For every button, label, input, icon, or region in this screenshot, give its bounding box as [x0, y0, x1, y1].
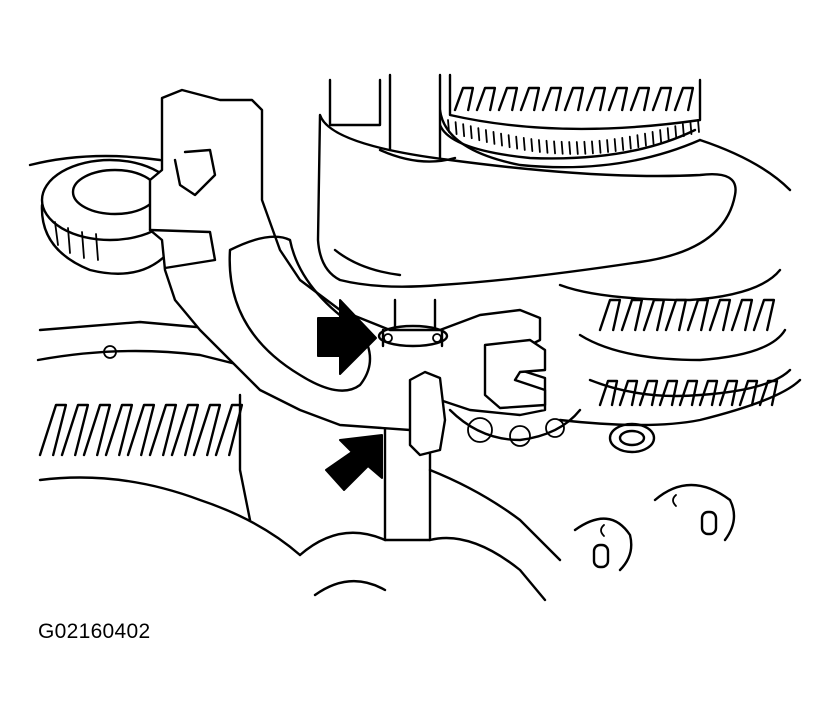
knurl-tick — [636, 134, 640, 149]
knurl-tick — [462, 123, 466, 138]
gear-tooth — [718, 379, 739, 407]
bearing-cap — [28, 154, 202, 275]
gear-tooth — [664, 298, 688, 332]
gear-tooth — [752, 298, 776, 332]
gear-tooth — [678, 379, 699, 407]
knurl-tick — [575, 141, 579, 155]
gear-tooth — [618, 379, 639, 407]
knurl-tick — [651, 130, 655, 145]
gear-tooth — [598, 298, 622, 332]
knurl-tick — [583, 140, 587, 155]
snap-ring — [377, 324, 449, 348]
knurl-tick — [591, 140, 594, 155]
gear-tooth — [192, 403, 222, 457]
gear-tooth — [475, 86, 497, 112]
arrow-icon — [317, 299, 377, 375]
gear-tooth — [651, 86, 673, 112]
knurl-tick — [538, 139, 541, 153]
gear-tooth — [629, 86, 651, 112]
gear-tooth — [598, 379, 619, 407]
arrow-icon — [325, 434, 383, 491]
gear-tooth — [38, 403, 68, 457]
knurl-tick — [606, 139, 609, 153]
knurl-tick — [644, 132, 647, 147]
gear-tooth — [104, 403, 134, 457]
knurl-tick — [530, 138, 534, 152]
right-gears — [558, 138, 802, 427]
left-gear-teeth — [38, 403, 244, 457]
knurl-tick — [454, 121, 458, 135]
knurl-tick — [507, 134, 511, 149]
upper-gear — [438, 73, 702, 169]
gear-tooth — [585, 86, 607, 112]
gear-tooth — [708, 298, 732, 332]
lower-housing — [238, 393, 562, 602]
gear-tooth — [497, 86, 519, 112]
knurl-tick — [568, 141, 572, 155]
knurl-tick — [545, 139, 549, 154]
knurl-tick — [674, 125, 678, 140]
gear-tooth — [563, 86, 585, 112]
knurl-tick — [659, 129, 663, 143]
knurl-tick — [447, 119, 450, 133]
gear-tooth — [698, 379, 719, 407]
knurl-tick — [666, 127, 670, 142]
knurl-tick — [515, 135, 519, 150]
gear-tooth — [638, 379, 659, 407]
knurl-tick — [469, 125, 473, 140]
gear-tooth — [519, 86, 541, 112]
gear-tooth — [642, 298, 666, 332]
knurl-tick — [621, 137, 625, 151]
knurl-tick — [598, 139, 602, 154]
figure-code: G02160402 — [38, 620, 151, 643]
gear-tooth — [686, 298, 710, 332]
knurl-tick — [628, 135, 632, 150]
gear-tooth — [607, 86, 629, 112]
gear-tooth — [126, 403, 156, 457]
gear-tooth — [673, 86, 695, 112]
gear-tooth — [758, 379, 779, 407]
knurl-tick — [500, 132, 503, 147]
gear-tooth — [60, 403, 90, 457]
gear-tooth — [738, 379, 759, 407]
knurl-tick — [613, 138, 617, 152]
knurl-tick — [553, 140, 556, 155]
knurl-tick — [560, 140, 564, 155]
knurl-tick — [522, 137, 526, 151]
gear-tooth — [541, 86, 563, 112]
gear-tooth — [453, 86, 475, 112]
gear-tooth — [214, 403, 244, 457]
knurl-tick — [689, 121, 693, 135]
gear-tooth — [148, 403, 178, 457]
knurl-tick — [477, 127, 481, 142]
fasteners — [573, 422, 736, 572]
knurl-tick — [492, 130, 496, 145]
gear-tooth — [620, 298, 644, 332]
knurl-tick — [681, 123, 685, 138]
gear-tooth — [170, 403, 200, 457]
knurl-tick — [697, 119, 700, 133]
knurl-tick — [484, 129, 488, 143]
gear-tooth — [658, 379, 679, 407]
shift-fork — [148, 88, 737, 457]
gear-tooth — [730, 298, 754, 332]
gear-tooth — [82, 403, 112, 457]
